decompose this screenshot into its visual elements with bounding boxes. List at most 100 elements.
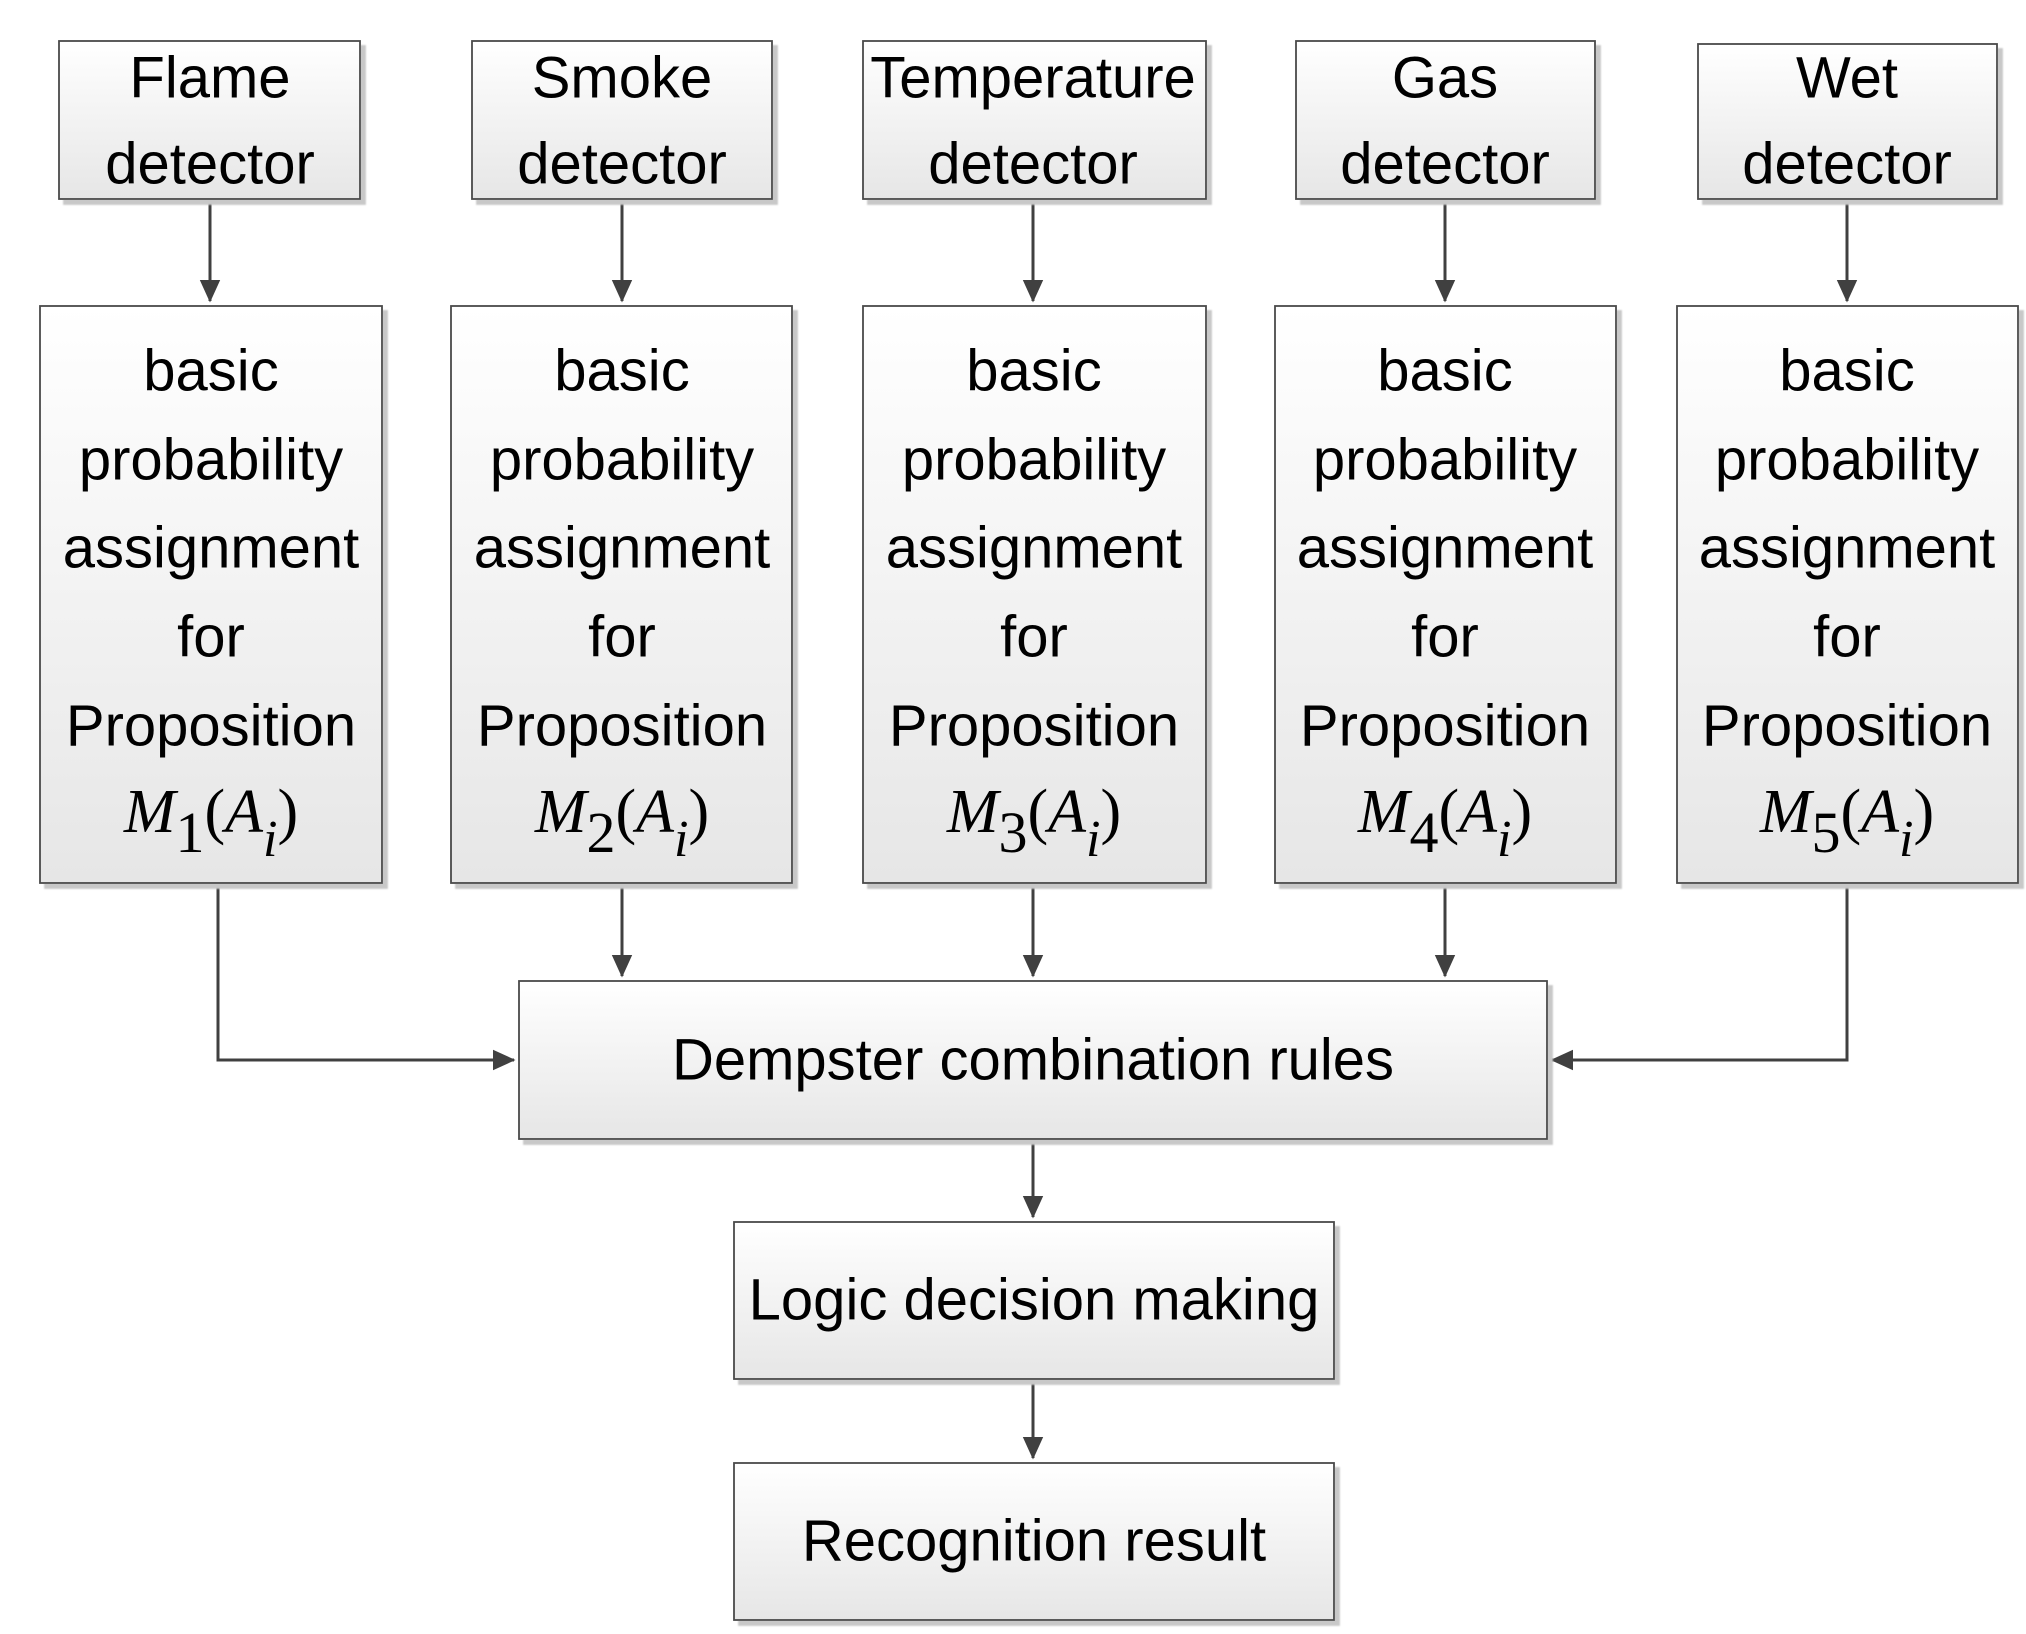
formula-3-index: 3 — [999, 800, 1028, 865]
smoke-detector-box: Smoke detector — [471, 40, 773, 200]
temperature-detector-label-line1: Temperature — [870, 46, 1196, 111]
bpa-box-2: basic probability assignment for Proposi… — [450, 305, 793, 884]
bpa-box-4-line-3: assignment — [1297, 516, 1594, 581]
temperature-detector-box: Temperature detector — [862, 40, 1207, 200]
dempster-label: Dempster combination rules — [672, 1028, 1394, 1093]
bpa-box-4-line-1: basic — [1377, 339, 1512, 404]
gas-detector-box: Gas detector — [1295, 40, 1596, 200]
bpa-box-3: basic probability assignment for Proposi… — [862, 305, 1207, 884]
bpa-box-5-line-1: basic — [1779, 339, 1914, 404]
decision-box: Logic decision making — [733, 1221, 1335, 1380]
smoke-detector-label-line1: Smoke — [532, 46, 713, 111]
bpa-box-2-line-4: for — [588, 605, 656, 670]
formula-5-arg: A — [1857, 778, 1900, 846]
wet-detector-label-line2: detector — [1742, 132, 1952, 197]
connector-arrows — [199, 199, 1858, 1460]
temperature-detector-rect — [862, 40, 1207, 200]
formula-5-close: ) — [1913, 778, 1934, 846]
flame-detector-label-line1: Flame — [129, 46, 290, 111]
decision-label: Logic decision making — [749, 1268, 1320, 1333]
bpa-box-5-line-3: assignment — [1699, 516, 1996, 581]
formula-3-arg: A — [1044, 778, 1087, 846]
formula-3-symbol: M — [946, 778, 1002, 846]
bpa-box-1-formula: M1(Ai) — [123, 778, 298, 868]
bpa-box-3-line-4: for — [1000, 605, 1068, 670]
flame-detector-label-line2: detector — [105, 132, 315, 197]
temperature-detector-label-line2: detector — [928, 132, 1138, 197]
bpa-box-3-line-5: Proposition — [889, 694, 1179, 759]
bpa-box-2-line-5: Proposition — [477, 694, 767, 759]
bpa-box-3-line-2: probability — [902, 428, 1166, 493]
wet-detector-box: Wet detector — [1697, 43, 1998, 200]
dempster-box: Dempster combination rules — [518, 980, 1548, 1140]
bpa-box-3-line-3: assignment — [886, 516, 1183, 581]
formula-5-sub: i — [1899, 811, 1913, 868]
formula-5-open: ( — [1841, 778, 1862, 846]
bpa-box-1-line-5: Proposition — [66, 694, 356, 759]
bpa-box-2-rect — [450, 305, 793, 884]
bpa-box-4-line-4: for — [1411, 605, 1479, 670]
bpa-box-5-formula: M5(Ai) — [1759, 778, 1934, 868]
formula-5-index: 5 — [1812, 800, 1841, 865]
bpa-box-1-line-4: for — [177, 605, 245, 670]
result-box: Recognition result — [733, 1462, 1335, 1621]
bpa-box-2-line-3: assignment — [474, 516, 771, 581]
formula-2-index: 2 — [587, 800, 616, 865]
flame-detector-rect — [58, 40, 361, 200]
formula-4-index: 4 — [1410, 800, 1439, 865]
decision-rect — [733, 1221, 1335, 1380]
formula-4-arg: A — [1455, 778, 1498, 846]
smoke-detector-rect — [471, 40, 773, 200]
bpa-box-1-line-2: probability — [79, 428, 343, 493]
gas-detector-label-line2: detector — [1340, 132, 1550, 197]
bpa-box-2-line-1: basic — [554, 339, 689, 404]
bpa-box-5-line-5: Proposition — [1702, 694, 1992, 759]
formula-1-close: ) — [277, 778, 298, 846]
bpa-box-1-line-3: assignment — [63, 516, 360, 581]
formula-2-symbol: M — [534, 778, 590, 846]
formula-2-sub: i — [674, 811, 688, 868]
formula-1-arg: A — [221, 778, 264, 846]
dempster-rect — [518, 980, 1548, 1140]
bpa-box-1-rect — [39, 305, 383, 884]
bpa-box-5: basic probability assignment for Proposi… — [1676, 305, 2019, 884]
formula-4-open: ( — [1439, 778, 1460, 846]
bpa-box-4-line-2: probability — [1313, 428, 1577, 493]
smoke-detector-label-line2: detector — [517, 132, 727, 197]
bpa-row: basic probability assignment for Proposi… — [39, 305, 2019, 884]
formula-4-sub: i — [1497, 811, 1511, 868]
formula-1-index: 1 — [176, 800, 205, 865]
formula-3-sub: i — [1086, 811, 1100, 868]
gas-detector-rect — [1295, 40, 1596, 200]
result-rect — [733, 1462, 1335, 1621]
formula-3-close: ) — [1100, 778, 1121, 846]
bpa-box-5-line-4: for — [1813, 605, 1881, 670]
formula-1-open: ( — [205, 778, 226, 846]
wet-detector-label-line1: Wet — [1796, 46, 1898, 111]
bpa-5-to-dempster-arrow — [1550, 883, 1849, 1071]
bpa-box-3-line-1: basic — [966, 339, 1101, 404]
formula-1-sub: i — [263, 811, 277, 868]
bpa-box-4-line-5: Proposition — [1300, 694, 1590, 759]
formula-2-arg: A — [632, 778, 675, 846]
bpa-box-1: basic probability assignment for Proposi… — [39, 305, 383, 884]
formula-3-open: ( — [1028, 778, 1049, 846]
formula-2-open: ( — [616, 778, 637, 846]
bpa-box-4-formula: M4(Ai) — [1357, 778, 1532, 868]
wet-detector-rect — [1697, 43, 1998, 200]
result-label: Recognition result — [802, 1509, 1266, 1574]
formula-4-symbol: M — [1357, 778, 1413, 846]
bpa-box-2-formula: M2(Ai) — [534, 778, 709, 868]
formula-5-symbol: M — [1759, 778, 1815, 846]
bpa-box-2-line-2: probability — [490, 428, 754, 493]
formula-1-symbol: M — [123, 778, 179, 846]
bpa-1-to-dempster-arrow — [216, 883, 516, 1071]
bpa-box-3-rect — [862, 305, 1207, 884]
formula-4-close: ) — [1511, 778, 1532, 846]
formula-2-close: ) — [688, 778, 709, 846]
flame-detector-box: Flame detector — [58, 40, 361, 200]
bpa-box-1-line-1: basic — [143, 339, 278, 404]
gas-detector-label-line1: Gas — [1392, 46, 1498, 111]
detector-row: Flame detector Smoke detector Temperatur… — [58, 40, 1998, 200]
